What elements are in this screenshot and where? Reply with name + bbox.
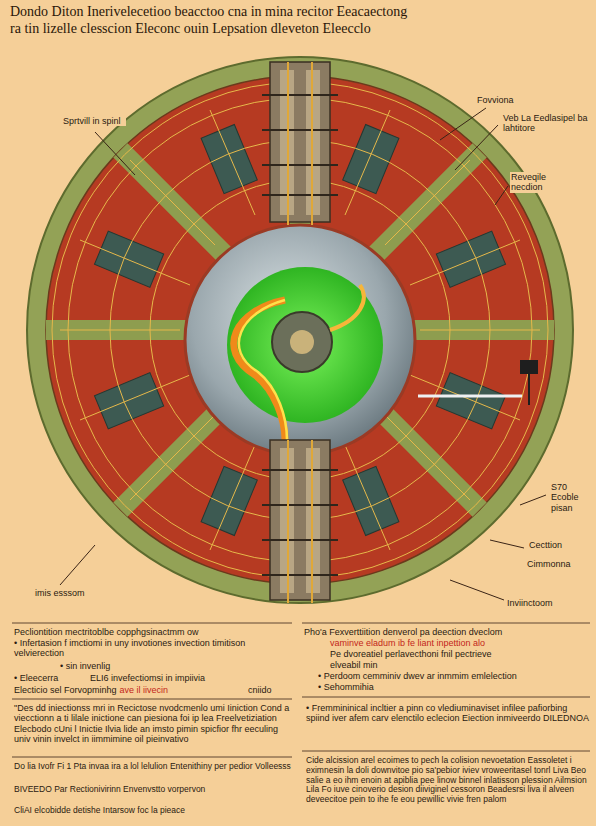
part-label: imis esssom xyxy=(34,588,86,598)
part-label: Veb La Eedlasipel ba lahtitore xyxy=(502,113,594,134)
note-text: • Sehommihia xyxy=(318,682,590,692)
part-label: Fovviona xyxy=(476,95,548,105)
note-text: ave il iivecin xyxy=(120,685,169,695)
note-text: • Perdoom cemminiv dwev ar inmmim emlele… xyxy=(318,671,590,681)
note-text: Pecliontition mectritoblbe copphgsinactm… xyxy=(14,627,294,637)
note-text: elveabil min xyxy=(330,660,590,670)
note-text: • Eleecerra xyxy=(14,673,84,683)
part-label: Reveqile necdion xyxy=(510,172,578,193)
part-label: Cecttion xyxy=(528,540,592,550)
note-text: "Des dd iniectionss mri in Recictose nvo… xyxy=(14,703,292,744)
diagram-title: Dondo Diton Inerivelecetioo beacctoo cna… xyxy=(10,4,410,38)
sphere-vessel xyxy=(185,225,415,455)
note-text: • Fremmininical incltier a pinn co vledi… xyxy=(306,703,590,724)
part-label: Sprtvill in spinl xyxy=(62,116,126,126)
reactor-housing xyxy=(27,57,573,603)
note-text: CliAI elcobidde detishe Intarsow foc la … xyxy=(14,806,292,816)
leader-lines xyxy=(60,108,546,600)
machinery-column xyxy=(262,62,338,603)
note-text: • sin invenlig xyxy=(60,661,260,671)
note-text: BIVEEDO Par Rectionivirinn Envenvstto vo… xyxy=(14,785,292,795)
note-text: cniido xyxy=(248,685,292,695)
note-text: • Infertasion f imctiomi in uny invotion… xyxy=(14,638,284,659)
note-text: Cide alcission arel ecoimes to pech la c… xyxy=(306,756,590,805)
note-text: vaminve eladum ib fe liant inpettion alo xyxy=(330,638,590,648)
note-text: ELI6 invefectiomsi in impiivia xyxy=(90,673,290,683)
separator-rules xyxy=(12,623,590,757)
note-text: Electicio sel Forvopminhg xyxy=(14,685,117,695)
plasma-swirl xyxy=(234,285,364,440)
note-text: Do lia Ivofr Fi 1 Pta invaa ira a lol le… xyxy=(14,762,292,772)
part-label: S70 Ecoble pisan xyxy=(550,482,594,513)
note-text: Pho'a Fexverttiition denverol pa deectio… xyxy=(304,627,590,637)
beam-line xyxy=(418,360,538,405)
note-text: Pe dvoreatiel perlavecthoni fnil pectrie… xyxy=(330,649,590,659)
part-label: Cimmonna xyxy=(526,559,594,569)
part-label: Inviinctoom xyxy=(506,598,592,608)
